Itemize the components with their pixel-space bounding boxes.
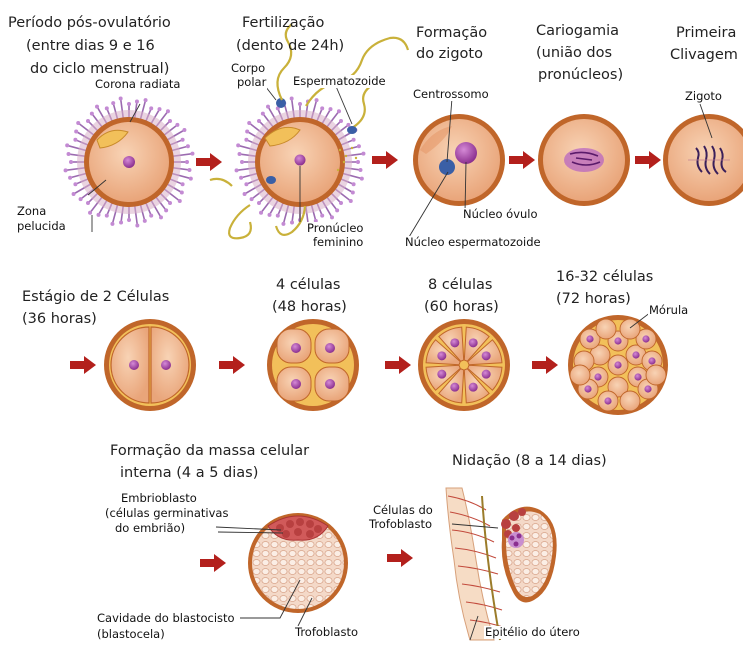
blastocyst <box>248 513 348 613</box>
label-nucleo-espermatozoide: Núcleo espermatozoide <box>404 236 542 249</box>
label-embrioblasto-line2: (células germinativas <box>104 507 229 520</box>
stage5-title-line1: Primeira <box>676 24 736 42</box>
label-corpo-line1: Corpo <box>230 62 266 75</box>
label-embrioblasto-line1: Embrioblasto <box>120 492 198 505</box>
stage2-title-line2: (dento de 24h) <box>236 37 344 55</box>
s1-title-line2: (36 horas) <box>22 310 97 328</box>
label-pronucleo-line2: feminino <box>312 236 364 249</box>
label-embrioblasto-line3: do embrião) <box>114 522 186 535</box>
fertilization-oocyte <box>210 24 408 238</box>
eight-cell-stage <box>418 319 510 411</box>
s4-title-line1: 16-32 células <box>556 268 653 286</box>
stage4-title-line3: pronúcleos) <box>538 66 623 84</box>
label-trofoblasto: Trofoblasto <box>294 626 359 639</box>
s1-title-line1: Estágio de 2 Células <box>22 288 169 306</box>
zygote-formation <box>413 114 505 206</box>
nidacao-title: Nidação (8 a 14 dias) <box>452 452 607 470</box>
s3-title-line2: (60 horas) <box>424 298 499 316</box>
label-nucleo-ovulo: Núcleo óvulo <box>462 208 539 221</box>
label-celulas-trofoblasto-line2: Trofoblasto <box>368 518 433 531</box>
label-zigoto: Zigoto <box>684 90 723 103</box>
label-morula: Mórula <box>648 304 689 317</box>
label-corpo-line2: polar <box>236 76 267 89</box>
label-cavidade-line2: (blastocela) <box>96 628 166 641</box>
stage3-title-line1: Formação <box>416 24 487 42</box>
s4-title-line2: (72 horas) <box>556 290 631 308</box>
label-espermatozoide: Espermatozoide <box>292 75 387 88</box>
label-epitelio-utero: Epitélio do útero <box>484 626 581 639</box>
label-zona-line1: Zona <box>16 205 47 218</box>
s3-title-line1: 8 células <box>428 276 492 294</box>
massa-title-line1: Formação da massa celular <box>110 442 309 460</box>
massa-title-line2: interna (4 a 5 dias) <box>120 464 258 482</box>
label-centrossomo: Centrossomo <box>412 88 490 101</box>
karyogamy-cell <box>538 114 630 206</box>
two-cell-stage <box>104 319 196 411</box>
morula <box>568 315 668 415</box>
stage4-title-line2: (união dos <box>536 44 612 62</box>
label-zona-line2: pelucida <box>16 220 67 233</box>
stage5-title-line2: Clivagem <box>670 46 738 64</box>
oocyte-corona <box>64 97 195 228</box>
s2-title-line1: 4 células <box>276 276 340 294</box>
implantation <box>446 488 557 640</box>
four-cell-stage <box>267 319 359 411</box>
label-celulas-trofoblasto-line1: Células do <box>372 504 434 517</box>
stage1-title-line2: (entre dias 9 e 16 <box>26 37 155 55</box>
label-cavidade-line1: Cavidade do blastocisto <box>96 612 236 625</box>
stage1-title-line3: do ciclo menstrual) <box>30 60 169 78</box>
stage3-title-line2: do zigoto <box>416 45 483 63</box>
stage1-title-line1: Período pós-ovulatório <box>8 14 171 32</box>
first-cleavage-cell <box>663 114 743 206</box>
s2-title-line2: (48 horas) <box>272 298 347 316</box>
label-corona-radiata: Corona radiata <box>94 78 181 91</box>
stage2-title-line1: Fertilização <box>242 14 324 32</box>
label-pronucleo-line1: Pronúcleo <box>306 222 364 235</box>
stage4-title-line1: Cariogamia <box>536 22 619 40</box>
